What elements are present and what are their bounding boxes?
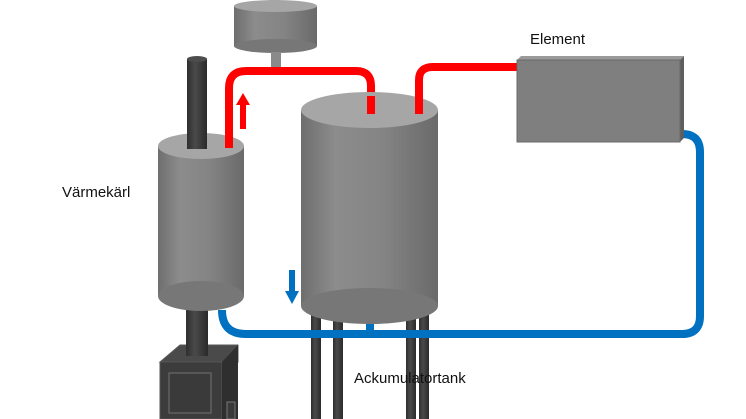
radiator-element [516, 56, 684, 143]
tank-legs [311, 310, 429, 419]
cold-flow-arrow-down-icon [285, 270, 299, 304]
tank-label: Ackumulatortank [354, 370, 466, 387]
hot-supply-pipe [225, 63, 518, 148]
hot-flow-arrow-up-icon [236, 93, 250, 129]
heater-label: Värmekärl [62, 184, 131, 201]
chimney [187, 56, 207, 149]
heater-vessel [158, 133, 244, 311]
cold-return-pipe [218, 130, 704, 338]
accumulator-tank [301, 92, 438, 324]
expansion-tank [234, 0, 317, 68]
element-label: Element [530, 31, 586, 48]
stove [158, 344, 239, 419]
flue-pipe-lower [186, 300, 208, 356]
